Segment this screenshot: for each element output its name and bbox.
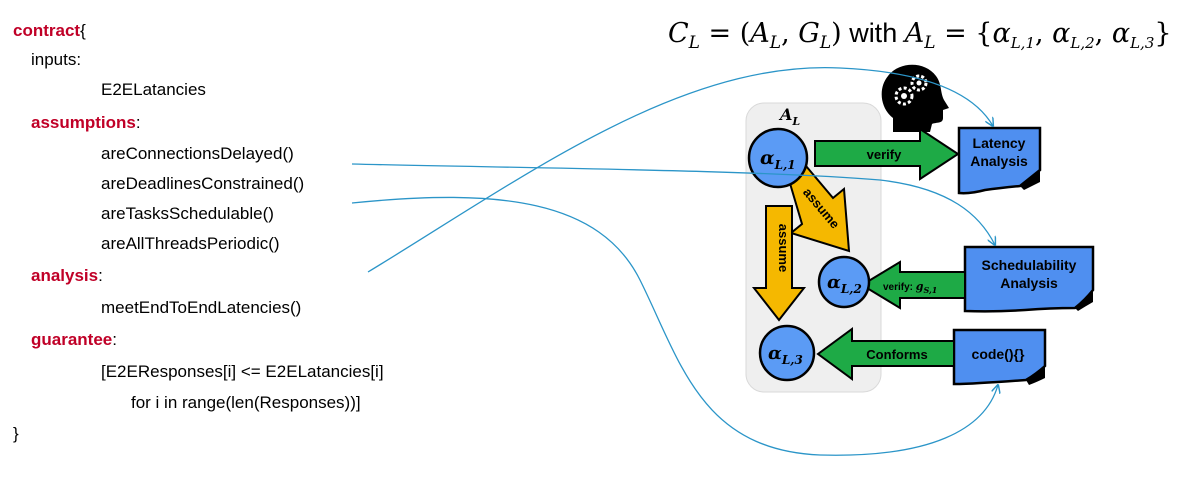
sched-doc-line2: Analysis: [1000, 275, 1058, 291]
latency-doc-line2: Analysis: [970, 153, 1028, 169]
guarantee-colon: :: [112, 330, 117, 349]
sched-doc-line1: Schedulability: [982, 257, 1077, 273]
inputs-value: E2ELatancies: [101, 80, 206, 99]
verify-gs1-label: verify: gS,1: [883, 280, 937, 295]
link-analysis-to-latency: [367, 67, 993, 273]
analysis-line: analysis:: [31, 267, 103, 284]
assumption-item: areDeadlinesConstrained(): [101, 174, 305, 193]
alpha-l2-node: αL,2: [817, 255, 871, 309]
analysis-keyword: analysis: [31, 266, 99, 285]
head-gears-icon: [881, 64, 949, 132]
code-doc: code(){}: [952, 328, 1047, 386]
assumptions-keyword: assumptions: [31, 113, 136, 132]
assume-vertical-label: assume: [776, 224, 791, 272]
group-label: AL: [778, 105, 800, 128]
link-schedulable-to-code: [351, 196, 998, 456]
alpha-l1-label: αL,1: [760, 147, 796, 172]
contract-line: contract{: [13, 22, 86, 39]
assumption-item: areConnectionsDelayed(): [101, 144, 294, 163]
open-brace: {: [80, 21, 86, 40]
verify-arrow: verify: [814, 127, 960, 181]
contract-formula: CL = (AL, GL) with AL = {αL,1, αL,2, αL,…: [668, 18, 1172, 53]
analysis-colon: :: [98, 266, 103, 285]
verify-gs1-arrow: verify: gS,1: [860, 260, 966, 310]
guarantee-line: guarantee:: [31, 331, 117, 348]
contract-keyword: contract: [13, 21, 81, 40]
guarantee-expression-2: for i in range(len(Responses))]: [131, 393, 361, 412]
guarantee-expression-1: [E2EResponses[i] <= E2ELatancies[i]: [101, 362, 384, 381]
schedulability-analysis-doc: Schedulability Analysis: [963, 245, 1095, 313]
alpha-l1-node: αL,1: [747, 127, 809, 189]
assumption-item: areAllThreadsPeriodic(): [101, 234, 280, 253]
analysis-value: meetEndToEndLatencies(): [101, 298, 302, 317]
assumptions-line: assumptions:: [31, 114, 141, 131]
guarantee-keyword: guarantee: [31, 330, 113, 349]
latency-doc-line1: Latency: [973, 135, 1026, 151]
latency-analysis-doc: Latency Analysis: [957, 126, 1042, 195]
code-doc-label: code(){}: [972, 346, 1025, 362]
verify-arrow-label: verify: [867, 147, 902, 162]
alpha-l3-node: αL,3: [758, 324, 816, 382]
close-brace: }: [13, 424, 19, 443]
link-connections-to-schedulability: [351, 163, 995, 245]
conforms-arrow-label: Conforms: [866, 347, 927, 362]
conforms-arrow: Conforms: [816, 327, 955, 381]
alpha-l3-label: αL,3: [768, 343, 803, 367]
assumptions-colon: :: [135, 113, 141, 132]
alpha-l2-label: αL,2: [827, 272, 862, 296]
assume-arrow-vertical: assume: [751, 205, 807, 322]
inputs-label: inputs:: [31, 50, 82, 69]
assumption-item: areTasksSchedulable(): [101, 204, 274, 223]
